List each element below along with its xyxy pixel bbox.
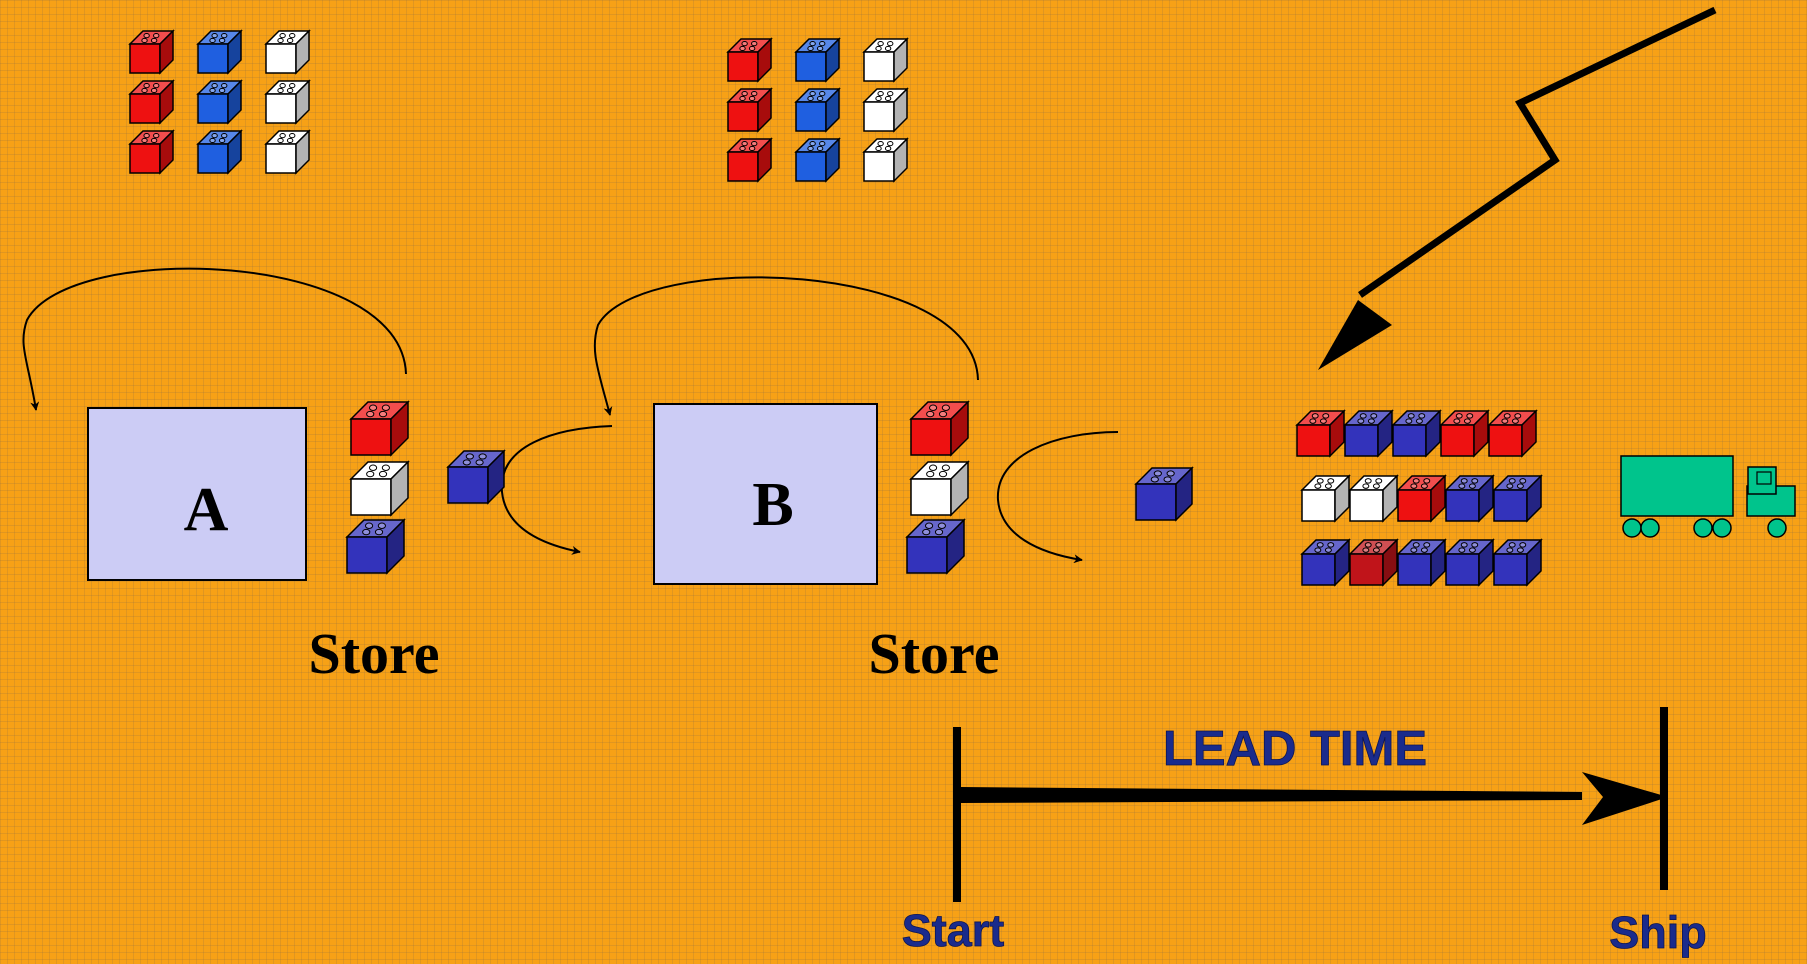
finished-brick xyxy=(1300,538,1351,587)
ship-marker xyxy=(1660,707,1668,890)
finished-brick xyxy=(1439,409,1490,458)
store-brick xyxy=(349,460,410,517)
raw-brick xyxy=(726,37,773,83)
raw-brick xyxy=(726,137,773,183)
store-b-label: Store xyxy=(868,621,999,686)
raw-brick xyxy=(726,87,773,133)
finished-brick xyxy=(1343,409,1394,458)
raw-materials-group-a xyxy=(128,29,311,175)
in-transit-bricks xyxy=(446,449,1194,522)
finished-brick xyxy=(1391,409,1442,458)
raw-brick xyxy=(794,37,841,83)
finished-brick xyxy=(1444,474,1495,523)
raw-brick xyxy=(196,79,243,125)
raw-brick xyxy=(128,79,175,125)
raw-brick xyxy=(264,129,311,175)
finished-brick xyxy=(1295,409,1346,458)
finished-brick xyxy=(1444,538,1495,587)
raw-brick xyxy=(196,29,243,75)
raw-brick xyxy=(128,29,175,75)
transfer-arrow-a-to-b xyxy=(500,425,613,555)
lead-time-title: LEAD TIME xyxy=(1163,722,1427,776)
raw-brick xyxy=(128,129,175,175)
process-b: B xyxy=(653,403,878,585)
finished-brick xyxy=(1487,409,1538,458)
process-a-label: A xyxy=(184,476,229,544)
ship-label: Ship xyxy=(1609,907,1707,958)
raw-brick xyxy=(794,137,841,183)
process-a: A xyxy=(87,407,307,581)
store-brick xyxy=(345,518,406,575)
finished-brick xyxy=(1300,474,1351,523)
lead-time-arrow xyxy=(961,787,1582,803)
raw-materials-group-b xyxy=(726,37,909,183)
delivery-truck-icon xyxy=(1620,455,1796,538)
loop-arrow-a xyxy=(22,267,407,411)
raw-brick xyxy=(862,137,909,183)
finished-brick xyxy=(1492,538,1543,587)
store-brick xyxy=(909,460,970,517)
raw-brick xyxy=(862,87,909,133)
store-brick xyxy=(349,400,410,457)
store-brick xyxy=(905,518,966,575)
process-b-label: B xyxy=(752,471,793,539)
finished-brick xyxy=(1396,538,1447,587)
raw-brick xyxy=(794,87,841,133)
lead-time-arrowhead xyxy=(1582,772,1668,825)
store-brick xyxy=(909,400,970,457)
start-label: Start xyxy=(902,905,1005,956)
raw-brick xyxy=(196,129,243,175)
transit-brick xyxy=(446,449,506,505)
lead-time-timeline: LEAD TIME Start Ship xyxy=(901,707,1707,958)
raw-brick xyxy=(862,37,909,83)
store-a-bricks xyxy=(345,400,410,575)
process-b-box xyxy=(653,403,878,585)
lightning-order-arrow-icon xyxy=(1318,6,1717,370)
start-marker xyxy=(953,727,961,902)
finished-brick xyxy=(1348,538,1399,587)
finished-goods-inventory xyxy=(1295,409,1543,587)
store-b-bricks xyxy=(905,400,970,575)
loop-arrow-b xyxy=(593,276,979,416)
transit-brick xyxy=(1134,466,1194,522)
raw-brick xyxy=(264,79,311,125)
finished-brick xyxy=(1348,474,1399,523)
raw-brick xyxy=(264,29,311,75)
finished-brick xyxy=(1396,474,1447,523)
process-a-box xyxy=(87,407,307,581)
store-a-label: Store xyxy=(308,621,439,686)
transfer-arrow-b-to-finished xyxy=(996,431,1119,564)
finished-brick xyxy=(1492,474,1543,523)
